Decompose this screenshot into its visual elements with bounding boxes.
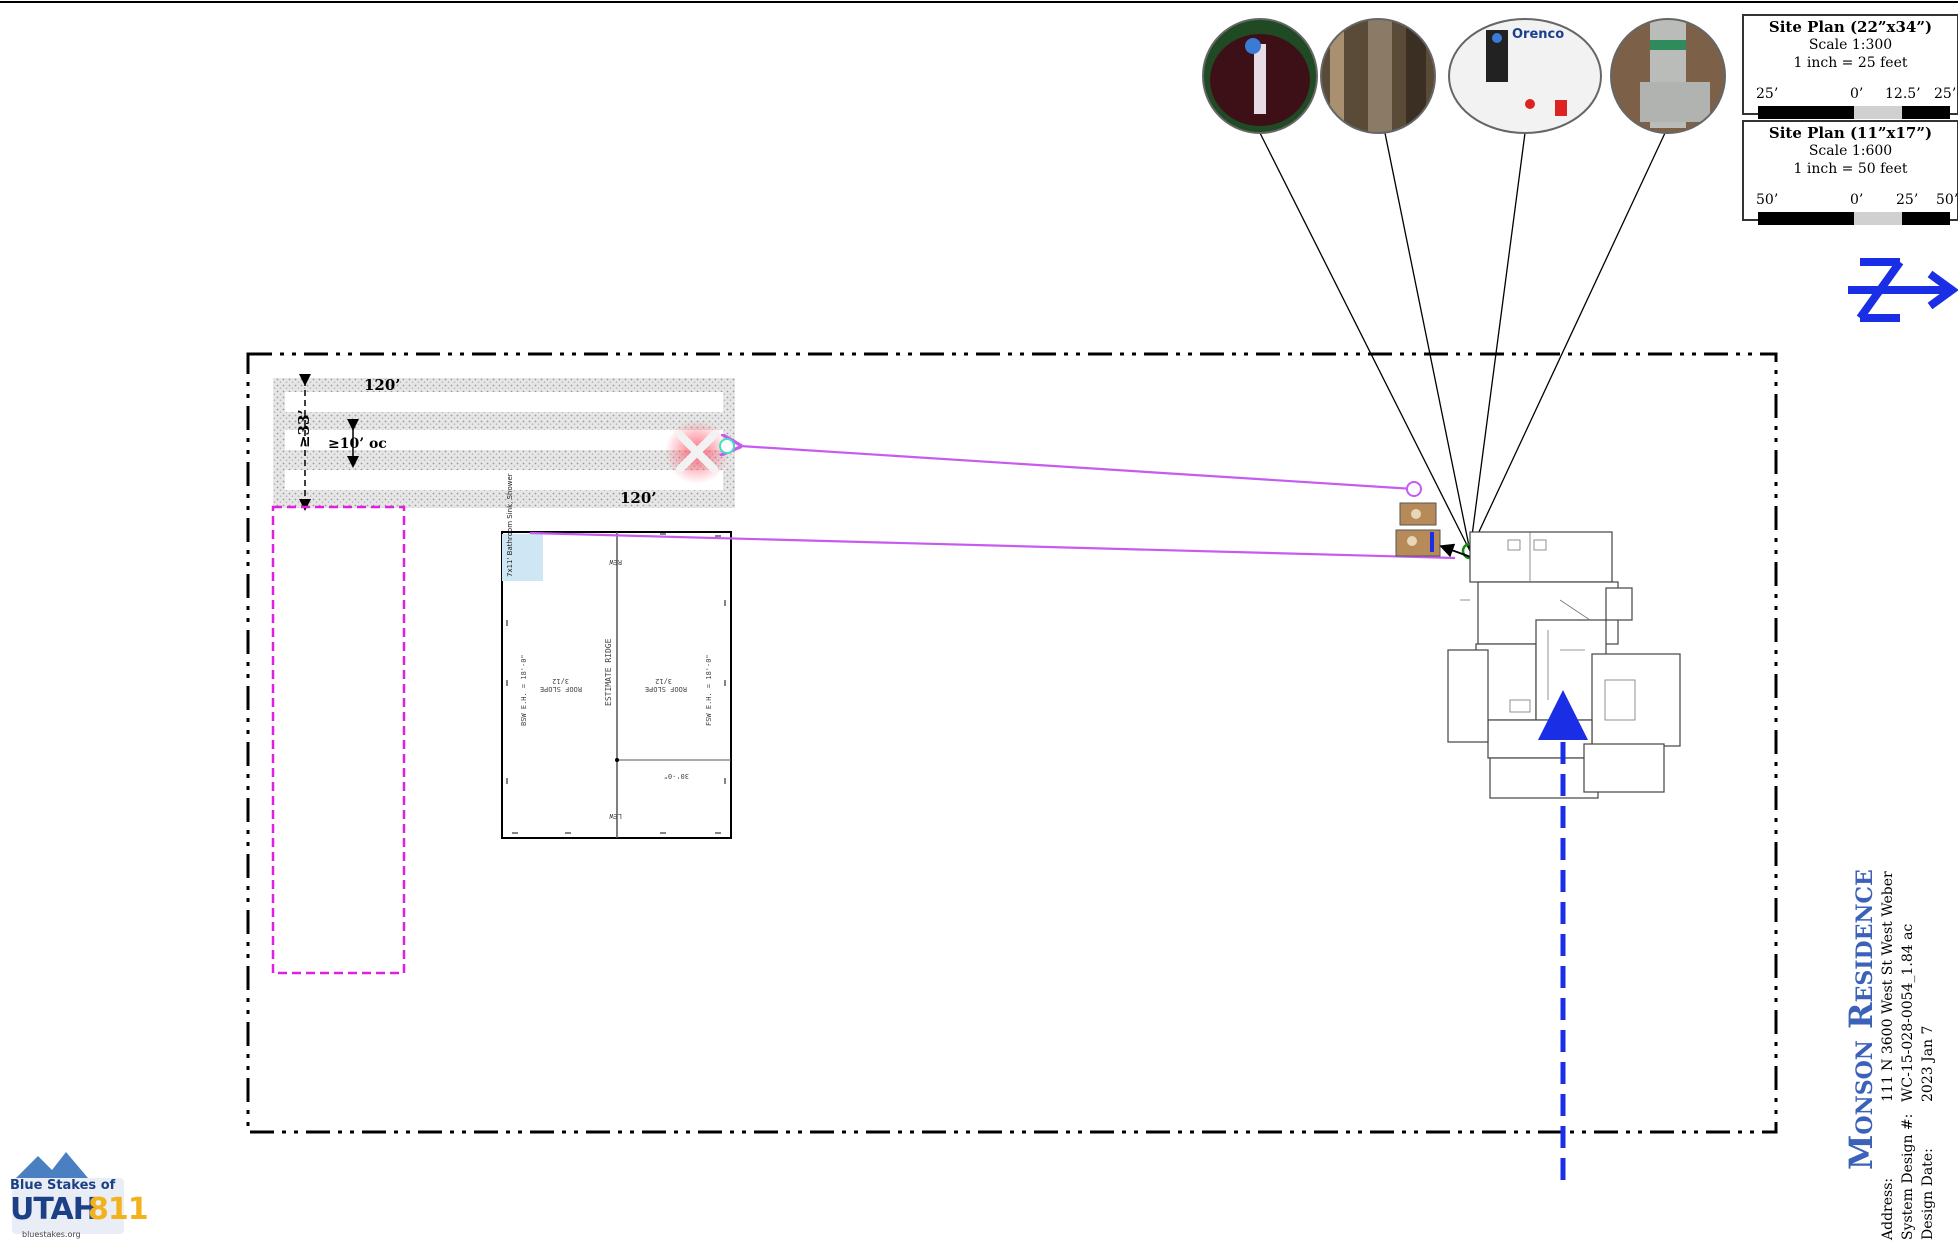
drainfield-spacing-label: ≥10’ oc: [328, 436, 387, 452]
scale-tick: 50’: [1756, 192, 1779, 208]
scale-tick: 50’: [1936, 192, 1958, 208]
drainfield-width-label: ≥33’: [295, 409, 313, 448]
scale-box-11x17: Site Plan (11”x17”) Scale 1:600 1 inch =…: [1742, 120, 1958, 225]
shop-right-slope: ROOF SLOPE: [645, 685, 687, 693]
photo-bubble-pipe: [1321, 19, 1435, 133]
scale-ratio: Scale 1:300: [1808, 37, 1893, 53]
blue-stakes-logo: Blue Stakes of UTAH 811 bluestakes.org: [8, 1148, 149, 1242]
effluent-line-to-drainfield: [740, 446, 1415, 491]
photo-pipe-frame: [1320, 18, 1436, 134]
shop-building: 7x11' Bathroom Sink, Shower ESTIMATE RID…: [501, 473, 732, 839]
shop-bathroom-note: 7x11' Bathroom Sink, Shower: [506, 473, 514, 577]
logo-number-text: 811: [88, 1192, 149, 1227]
drainfield: 120’ 120’ ≥33’ ≥10’ oc: [273, 374, 735, 511]
shop-left-slope-ratio: 3/12: [552, 677, 569, 685]
shop-sewer-line: [529, 531, 1456, 560]
shop-ridge-label: ESTIMATE RIDGE: [604, 638, 613, 706]
scale-bar-black: [1758, 106, 1854, 119]
project-title: Monson Residence: [1842, 869, 1880, 1170]
scale-title: Site Plan (22”x34”): [1768, 18, 1933, 36]
shop-bottom-wall: LEW: [609, 812, 622, 820]
scale-tick: 25’: [1896, 192, 1919, 208]
shop-left-slope: ROOF SLOPE: [540, 685, 582, 693]
scale-tick: 12.5’: [1885, 86, 1921, 102]
scale-bar-black: [1902, 212, 1950, 225]
scale-title: Site Plan (11”x17”): [1768, 124, 1933, 142]
logo-main-text: UTAH: [10, 1192, 98, 1227]
shop-left-eh: BSW E.H. = 18'-0": [520, 654, 528, 726]
scale-tick: 0’: [1850, 86, 1864, 102]
address-value: 111 N 3600 West St West Weber: [1880, 871, 1896, 1102]
address-label: Address:: [1880, 1177, 1896, 1240]
photo-riser-frame: [1202, 18, 1318, 134]
scale-bar-grey: [1854, 212, 1902, 225]
shop-bathroom-area: [502, 534, 543, 581]
scale-box-22x34: Site Plan (22”x34”) Scale 1:300 1 inch =…: [1742, 14, 1958, 119]
photo-orenco-frame: [1448, 18, 1602, 134]
photo-leader-lines: [1259, 132, 1666, 552]
septic-tank: [1395, 502, 1441, 557]
orenco-label: Orenco: [1512, 27, 1564, 42]
property-boundary: [246, 352, 1778, 1134]
drainfield-inlet-marker: [719, 438, 735, 454]
logo-top-text: Blue Stakes of: [10, 1178, 116, 1193]
drainfield-length-bottom: 120’: [620, 489, 657, 507]
scale-inch: 1 inch = 25 feet: [1793, 55, 1908, 71]
photo-bubble-riser: [1203, 19, 1317, 133]
drainfield-trench-2: [285, 430, 723, 450]
scale-bar-black: [1902, 106, 1950, 119]
photo-bubble-tee-fitting: [1611, 19, 1725, 133]
design-date-label: Design Date:: [1920, 1148, 1936, 1240]
shop-dim-label: 30'-0": [664, 772, 689, 780]
scale-inch: 1 inch = 50 feet: [1793, 161, 1908, 177]
reserve-drainfield-area: [271, 505, 406, 975]
scale-ticks: 25’ 0’ 12.5’ 25’: [1744, 85, 1957, 102]
scale-ratio: Scale 1:600: [1808, 143, 1893, 159]
shop-right-eh: FSW E.H. = 18'-0": [705, 654, 713, 726]
north-arrow: [1848, 258, 1958, 322]
tank-outlet-marker: [1406, 481, 1422, 497]
scale-tick: 0’: [1850, 192, 1864, 208]
drainfield-length-top: 120’: [364, 376, 401, 394]
design-date-value: 2023 Jan 7: [1920, 1025, 1936, 1102]
title-block: Monson Residence Address: System Design …: [1830, 869, 1950, 1242]
system-design-value: WC-15-028-0054_1.84 ac: [1900, 923, 1916, 1102]
scale-bar-grey: [1854, 106, 1902, 119]
logo-mountain-icon: [12, 1152, 124, 1234]
photo-bubble-orenco-panel: Orenco: [1449, 19, 1601, 133]
scale-bar-black: [1758, 212, 1854, 225]
scale-ticks: 50’ 0’ 25’ 50’: [1744, 191, 1958, 208]
system-design-label: System Design #:: [1900, 1113, 1916, 1240]
scale-tick: 25’: [1934, 86, 1957, 102]
drainfield-trench-1: [285, 392, 723, 412]
photo-tee-frame: [1610, 18, 1726, 134]
shop-right-slope-ratio: 3/12: [655, 677, 672, 685]
logo-url: bluestakes.org: [22, 1230, 81, 1239]
drainfield-trench-3: [285, 470, 723, 490]
shop-top-wall: REW: [609, 558, 622, 566]
scale-tick: 25’: [1756, 86, 1779, 102]
